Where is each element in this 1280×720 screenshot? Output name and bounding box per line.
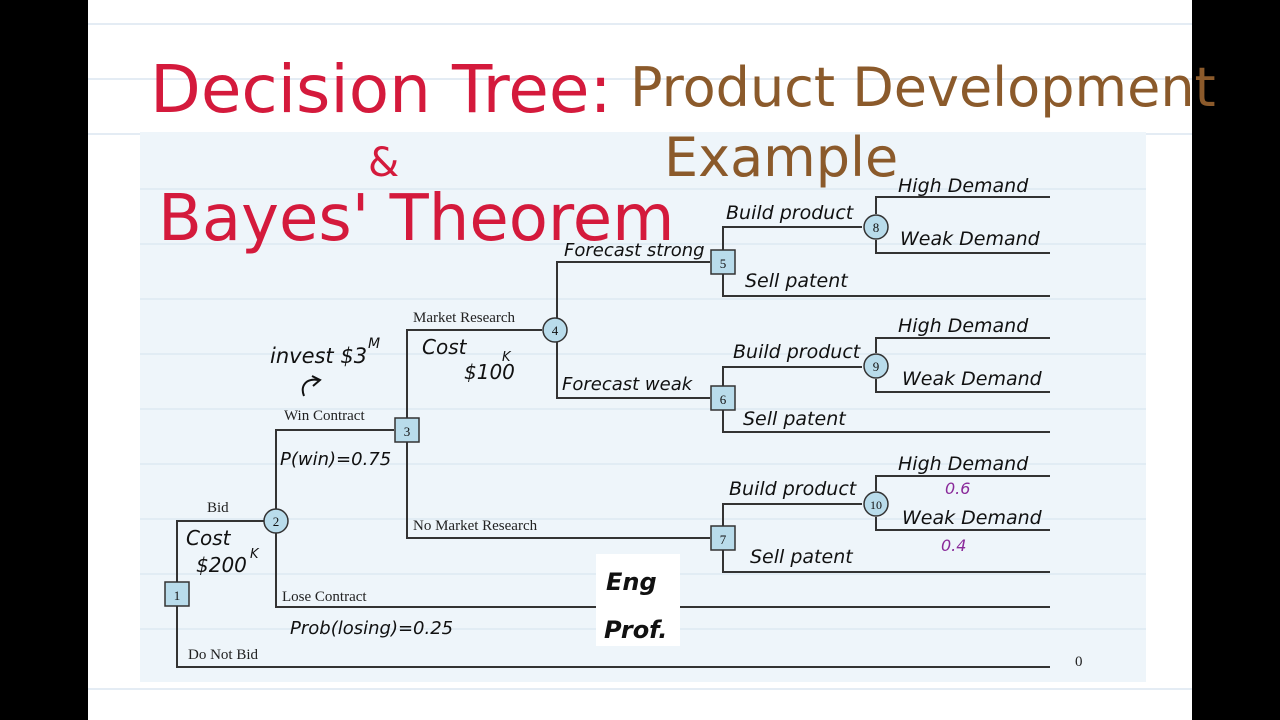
note-cost-mr-amount: $100 [464, 360, 515, 384]
edge-no-market-research [406, 442, 710, 539]
note-cost-bid: Cost [186, 526, 232, 550]
node-label: 5 [720, 256, 727, 271]
edge-weak-10 [875, 517, 1050, 531]
edge-high-8 [875, 196, 1050, 214]
note-prob-high-10: 0.6 [945, 479, 970, 498]
node-label: 1 [174, 588, 181, 603]
note-build-product-9: Build product [733, 341, 862, 363]
handwritten-notes: Cost $200 K invest $3 M P(win)=0.75 Prob… [186, 175, 1043, 639]
note-high-demand-8: High Demand [898, 175, 1029, 197]
title-bayes-theorem: Bayes' Theorem [158, 182, 674, 256]
node-label: 6 [720, 392, 727, 407]
title-ampersand: & [368, 140, 399, 186]
note-cost-bid-amount: $200 [196, 553, 247, 577]
tree-edges [176, 196, 1050, 668]
edge-sell-patent-5 [722, 274, 1050, 297]
label-lose-contract: Lose Contract [282, 589, 367, 605]
chance-node-2: 2 [263, 508, 289, 534]
edge-build-product-9 [722, 366, 862, 386]
note-build-product-8: Build product [726, 202, 855, 224]
note-p-win: P(win)=0.75 [280, 449, 391, 470]
note-weak-demand-10: Weak Demand [902, 507, 1043, 529]
logo-text-bottom: Prof. [604, 616, 667, 644]
note-forecast-weak: Forecast weak [562, 374, 694, 395]
note-build-product-10: Build product [729, 478, 858, 500]
note-cost-bid-unit: K [250, 547, 260, 562]
note-cost-mr-unit: K [502, 350, 512, 365]
node-label: 4 [552, 323, 559, 338]
edge-do-not-bid [176, 606, 1050, 668]
note-p-lose: Prob(losing)=0.25 [290, 618, 453, 639]
chance-node-4: 4 [542, 317, 568, 343]
note-high-demand-9: High Demand [898, 315, 1029, 337]
printed-labels: Bid Do Not Bid Win Contract Lose Contrac… [188, 310, 1083, 670]
node-label: 10 [870, 498, 882, 512]
edge-market-research [406, 329, 542, 418]
edge-weak-9 [875, 379, 1050, 393]
label-win-contract: Win Contract [284, 408, 365, 424]
title-decision-tree: Decision Tree: [150, 51, 612, 128]
node-label: 3 [404, 424, 411, 439]
edge-weak-8 [875, 240, 1050, 254]
title-example: Example [664, 126, 898, 189]
node-label: 9 [873, 359, 880, 374]
chance-node-8: 8 [863, 214, 889, 240]
edge-sell-patent-7 [722, 550, 1050, 573]
node-label: 7 [720, 532, 727, 547]
label-terminal-zero: 0 [1075, 654, 1083, 670]
chance-node-9: 9 [863, 353, 889, 379]
note-weak-demand-9: Weak Demand [902, 368, 1043, 390]
node-label: 8 [873, 220, 880, 235]
decision-node-5: 5 [710, 249, 736, 275]
edge-build-product-8 [722, 226, 862, 250]
decision-node-1: 1 [164, 581, 190, 607]
edge-bid [176, 520, 265, 582]
note-high-demand-10: High Demand [898, 453, 1029, 475]
note-sell-patent-6: Sell patent [743, 408, 847, 430]
arrow-icon [301, 378, 319, 397]
label-do-not-bid: Do Not Bid [188, 647, 259, 663]
note-invest-unit: M [368, 336, 380, 352]
edge-lose-contract [275, 532, 1050, 608]
note-invest: invest $3 [270, 344, 367, 368]
note-sell-patent-5: Sell patent [745, 270, 849, 292]
edge-win-contract [275, 429, 394, 510]
decision-node-7: 7 [710, 525, 736, 551]
note-cost-mr: Cost [422, 335, 468, 359]
label-no-market-research: No Market Research [413, 518, 538, 534]
edge-forecast-weak [556, 342, 710, 399]
decision-node-6: 6 [710, 385, 736, 411]
title-block: Decision Tree: Product Development Examp… [150, 51, 1216, 256]
note-weak-demand-8: Weak Demand [900, 228, 1041, 250]
note-prob-weak-10: 0.4 [941, 536, 966, 555]
title-product-development: Product Development [630, 56, 1216, 119]
edge-sell-patent-6 [722, 410, 1050, 433]
label-market-research: Market Research [413, 310, 516, 326]
label-bid: Bid [207, 500, 229, 516]
edge-build-product-10 [722, 503, 862, 526]
arrow-head-icon [311, 375, 322, 387]
chance-node-10: 10 [863, 491, 889, 517]
edge-high-9 [875, 337, 1050, 353]
logo-text-top: Eng [606, 568, 657, 596]
node-label: 2 [273, 514, 280, 529]
note-sell-patent-7: Sell patent [750, 546, 854, 568]
edge-forecast-strong [556, 261, 710, 318]
decision-node-3: 3 [394, 417, 420, 443]
eng-prof-logo: Eng Prof. [596, 554, 680, 646]
note-forecast-strong: Forecast strong [564, 240, 705, 261]
edge-high-10 [875, 475, 1050, 491]
